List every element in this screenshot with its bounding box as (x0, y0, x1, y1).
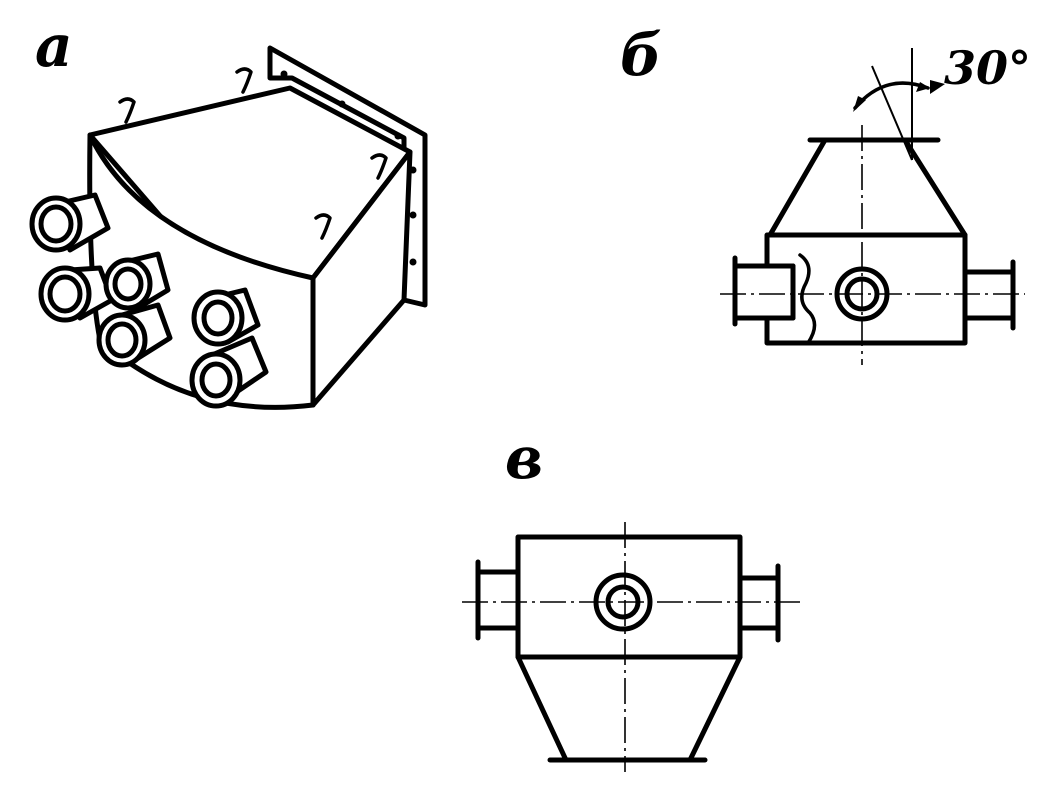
hopper-right-edge (902, 137, 968, 238)
box-rect (764, 232, 968, 346)
pipe-nozzle-4 (96, 302, 173, 368)
pipe-nozzle-3 (103, 251, 171, 311)
label-view-b: б (620, 21, 662, 89)
angle-dimension (853, 48, 945, 161)
hopper-left-edge (767, 137, 828, 238)
right-nozzle (962, 259, 1016, 331)
view-a-isometric (29, 45, 428, 410)
hopper-left-edge (515, 654, 569, 763)
box-rect (515, 534, 743, 660)
label-view-v: в (505, 424, 543, 492)
pipe-nozzle-5 (191, 287, 261, 347)
right-nozzle (737, 563, 781, 643)
label-view-a: а (35, 12, 73, 80)
hopper-right-edge (687, 654, 743, 763)
view-b-elevation (720, 48, 1025, 365)
break-line (798, 253, 817, 345)
pipe-nozzle-6 (189, 335, 269, 409)
label-angle: 30° (944, 41, 1031, 95)
pipe-nozzle-1 (29, 192, 111, 253)
left-nozzle (732, 255, 796, 327)
left-nozzle (475, 559, 521, 641)
view-v-elevation (462, 522, 805, 772)
